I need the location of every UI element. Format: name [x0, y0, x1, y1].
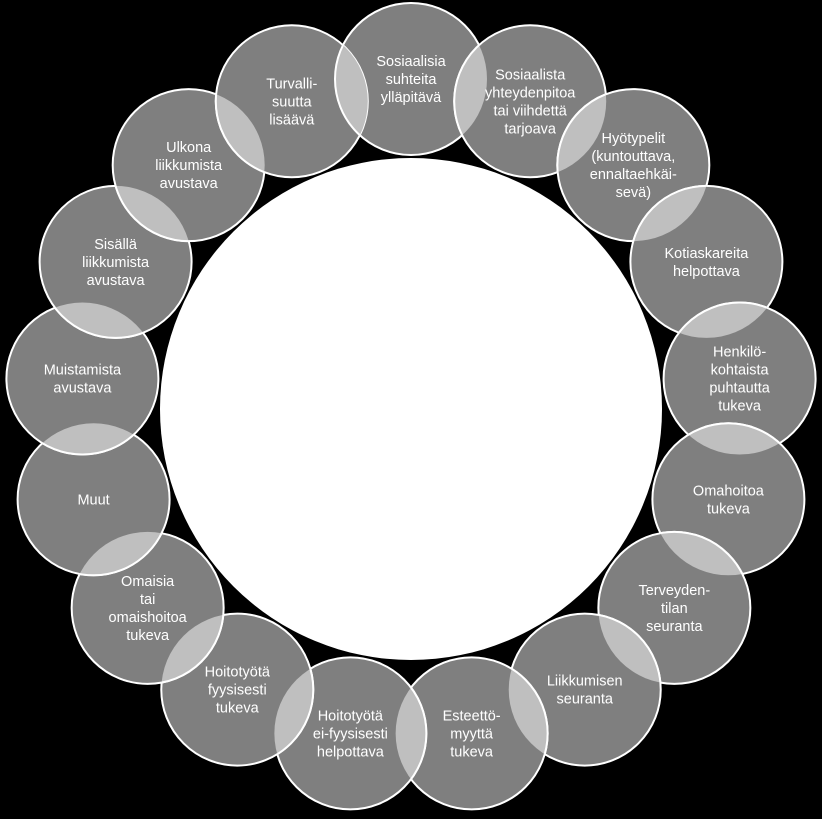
- node-label-line: avustava: [87, 273, 146, 289]
- node-label: Esteettö-myyttä tukeva: [443, 708, 501, 760]
- node-label-line: tai: [140, 592, 155, 608]
- node-label-line: helpottava: [317, 744, 385, 760]
- node-overlap: [556, 88, 607, 178]
- node-label-line: Hyötypelit: [601, 131, 665, 147]
- node-label-line: Terveyden-: [638, 583, 710, 599]
- node-label: Terveyden-tilan seuranta: [638, 583, 710, 635]
- center-circle: [160, 158, 662, 660]
- node-label-line: ei-fyysisesti: [313, 726, 388, 742]
- node-label-line: seuranta: [646, 619, 703, 635]
- node-label-line: Hoitotyötä: [318, 708, 384, 724]
- node-overlap: [662, 301, 783, 338]
- node-label-line: tukeva: [216, 701, 260, 717]
- node-label-line: suhteita: [386, 72, 438, 88]
- node-label-line: liikkumista: [82, 255, 150, 271]
- node-label: Omahoitoa tukeva: [693, 483, 765, 517]
- node-label-line: fyysisesti: [208, 683, 267, 699]
- node-label-line: helpottava: [673, 264, 741, 280]
- node-overlap: [274, 657, 315, 767]
- node-label-line: tai viihdettä: [494, 103, 568, 119]
- node-label-line: tukeva: [126, 628, 170, 644]
- node-overlap: [652, 530, 752, 576]
- node-overlap: [598, 612, 662, 684]
- node-overlap: [629, 184, 710, 242]
- node-label-line: omaishoitoa: [109, 610, 188, 626]
- node-label-line: avustava: [160, 176, 219, 192]
- node-label-line: Ulkona: [166, 140, 212, 156]
- node-label-line: lisäävä: [269, 112, 315, 128]
- node-label-line: Muut: [77, 492, 109, 508]
- node-label-line: kohtaista: [711, 363, 770, 379]
- node-label: Turvalli-suutta lisäävä: [266, 76, 317, 128]
- node-label: Hyötypelit (kuntouttava, ennaltaehkäi-sevä…: [590, 131, 677, 201]
- node-overlap: [334, 25, 368, 156]
- node-overlap: [111, 185, 192, 243]
- node-labels: Sosiaalisia suhteita ylläpitävä Sosiaalista…: [44, 54, 771, 760]
- node-label-line: Kotiaskareita: [664, 246, 749, 262]
- node-label-line: Sosiaalista: [495, 67, 566, 83]
- node-overlap: [161, 613, 225, 685]
- node-label-line: seuranta: [557, 692, 614, 708]
- node-label: Sisällä liikkumista avustava: [82, 237, 150, 289]
- node-overlaps: [17, 24, 806, 810]
- node-label-line: (kuntouttava,: [591, 149, 675, 165]
- node-label-line: avustava: [53, 381, 112, 397]
- node-label: Hoitotyötä ei-fyysisesti helpottava: [313, 708, 388, 760]
- node-label-line: ylläpitävä: [381, 90, 442, 106]
- node-label-line: sevä): [616, 185, 651, 201]
- node-label: Henkilö-kohtaista puhtautta tukeva: [709, 345, 770, 415]
- node-label-line: tarjoava: [504, 121, 557, 137]
- node-overlap: [17, 423, 160, 456]
- node-label-line: Turvalli-: [266, 76, 317, 92]
- node-label-line: tukeva: [707, 501, 751, 517]
- node-label-line: Muistamista: [44, 363, 122, 379]
- node-label: Liikkumisen seuranta: [547, 674, 623, 708]
- node-overlap: [453, 24, 487, 155]
- node-label-line: Omaisia: [121, 574, 175, 590]
- node-label: Muistamista avustava: [44, 363, 122, 397]
- node-label: Sosiaalista yhteydenpitoa tai viihdettä tar…: [485, 67, 576, 137]
- node-label-line: Omahoitoa: [693, 483, 765, 499]
- node-overlap: [71, 531, 171, 577]
- node-label: Sosiaalisia suhteita ylläpitävä: [376, 54, 446, 106]
- node-label-line: ennaltaehkäi-: [590, 167, 677, 183]
- node-label-line: myyttä: [450, 726, 494, 742]
- node-label-line: tukeva: [450, 744, 494, 760]
- node-label-line: liikkumista: [155, 158, 223, 174]
- node-label-line: Liikkumisen: [547, 674, 623, 690]
- node-label-line: suutta: [272, 94, 312, 110]
- node-label-line: yhteydenpitoa: [485, 85, 576, 101]
- node-label-line: Esteettö-: [443, 708, 501, 724]
- node-label-line: Henkilö-: [713, 345, 766, 361]
- node-label-line: Hoitotyötä: [205, 665, 271, 681]
- node-label: Muut: [77, 492, 109, 508]
- node-label: Omaisia tai omaishoitoa tukeva: [109, 574, 188, 644]
- node-label-line: puhtautta: [709, 381, 770, 397]
- node-label-line: Sisällä: [94, 237, 138, 253]
- node-label: Kotiaskareita helpottava: [664, 246, 749, 280]
- node-label: Hoitotyötä fyysisesti tukeva: [205, 665, 271, 717]
- node-label-line: Sosiaalisia: [376, 54, 446, 70]
- node-label-line: tilan: [661, 601, 688, 617]
- node-overlap: [663, 422, 806, 455]
- node-label: Ulkona liikkumista avustava: [155, 140, 223, 192]
- node-label-line: tukeva: [718, 399, 762, 415]
- node-overlap: [395, 657, 428, 810]
- node-overlap: [214, 89, 265, 179]
- node-overlap: [508, 656, 549, 766]
- node-overlap: [38, 302, 159, 339]
